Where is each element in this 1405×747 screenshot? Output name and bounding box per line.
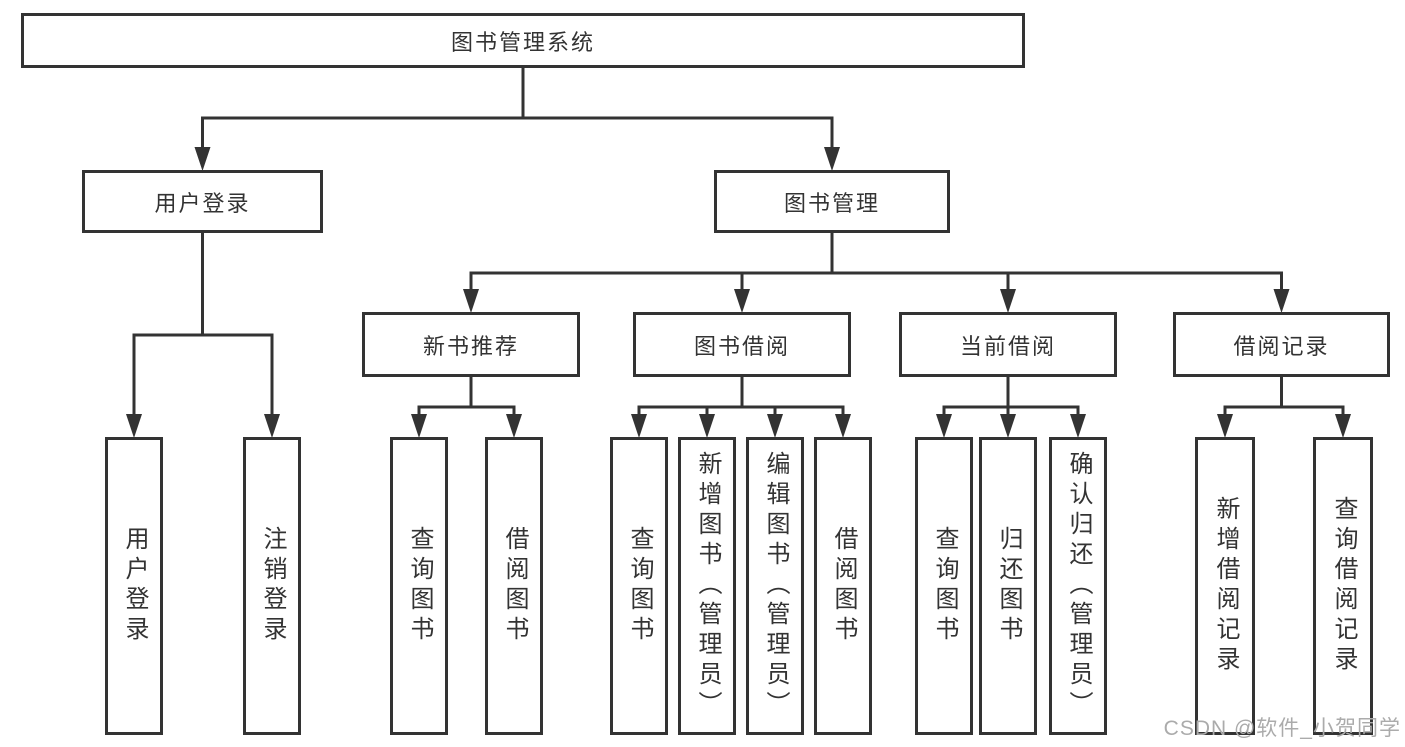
node-leaf-add-book: 新增图书（管理员） (678, 437, 736, 735)
node-new-book-rec: 新书推荐 (362, 312, 580, 377)
node-label-root: 图书管理系统 (450, 29, 595, 55)
arrowhead-leaf-query-book-1 (411, 414, 427, 438)
node-leaf-query-record: 查询借阅记录 (1313, 437, 1373, 735)
node-leaf-user-login: 用户登录 (105, 437, 163, 735)
arrowhead-leaf-borrow-book-1 (506, 414, 522, 438)
arrowhead-leaf-edit-book (767, 414, 783, 438)
node-current-borrow: 当前借阅 (899, 312, 1117, 377)
node-label-current-borrow: 当前借阅 (959, 333, 1056, 359)
node-label-leaf-return-book: 归还图书 (995, 526, 1022, 646)
node-label-book-borrow: 图书借阅 (693, 333, 790, 359)
arrowhead-leaf-borrow-book-2 (835, 414, 851, 438)
arrowhead-leaf-add-record (1217, 414, 1233, 438)
node-leaf-borrow-book-2: 借阅图书 (814, 437, 872, 735)
node-borrow-records: 借阅记录 (1173, 312, 1390, 377)
arrowhead-current-borrow (1000, 289, 1016, 313)
node-label-leaf-add-record: 新增借阅记录 (1212, 496, 1239, 676)
node-book-mgmt: 图书管理 (714, 170, 950, 233)
node-leaf-edit-book: 编辑图书（管理员） (746, 437, 804, 735)
node-label-leaf-query-record: 查询借阅记录 (1330, 496, 1357, 676)
arrowhead-new-book-rec (463, 289, 479, 313)
node-label-leaf-confirm-return: 确认归还（管理员） (1065, 451, 1092, 721)
node-user-login: 用户登录 (82, 170, 323, 233)
arrowhead-borrow-records (1273, 289, 1290, 313)
node-leaf-borrow-book-1: 借阅图书 (485, 437, 543, 735)
node-label-user-login: 用户登录 (154, 190, 251, 216)
node-label-leaf-borrow-book-2: 借阅图书 (830, 526, 857, 646)
arrowhead-leaf-query-book-3 (936, 414, 952, 438)
watermark: CSDN @软件_小贺同学 (1163, 717, 1401, 740)
node-root: 图书管理系统 (21, 13, 1025, 68)
node-label-new-book-rec: 新书推荐 (422, 333, 519, 359)
node-label-leaf-query-book-3: 查询图书 (931, 526, 958, 646)
node-leaf-return-book: 归还图书 (979, 437, 1037, 735)
arrowhead-book-borrow (734, 289, 750, 313)
arrowhead-leaf-query-record (1335, 414, 1351, 438)
node-leaf-query-book-1: 查询图书 (390, 437, 448, 735)
node-label-leaf-query-book-2: 查询图书 (626, 526, 653, 646)
arrowhead-book-mgmt (824, 147, 840, 171)
node-label-leaf-add-book: 新增图书（管理员） (694, 451, 721, 721)
arrowhead-user-login (194, 147, 211, 171)
node-leaf-add-record: 新增借阅记录 (1195, 437, 1255, 735)
node-leaf-query-book-3: 查询图书 (915, 437, 973, 735)
connector-path (132, 67, 1345, 418)
arrowhead-leaf-confirm-return (1070, 414, 1086, 438)
node-label-borrow-records: 借阅记录 (1233, 333, 1330, 359)
node-label-leaf-borrow-book-1: 借阅图书 (501, 526, 528, 646)
node-label-leaf-query-book-1: 查询图书 (406, 526, 433, 646)
node-leaf-confirm-return: 确认归还（管理员） (1049, 437, 1107, 735)
node-label-leaf-user-login: 用户登录 (121, 526, 148, 646)
arrowhead-leaf-query-book-2 (631, 414, 647, 438)
node-leaf-logout: 注销登录 (243, 437, 301, 735)
node-leaf-query-book-2: 查询图书 (610, 437, 668, 735)
node-label-book-mgmt: 图书管理 (783, 190, 880, 216)
arrowhead-leaf-add-book (699, 414, 715, 438)
node-book-borrow: 图书借阅 (633, 312, 851, 377)
arrowhead-leaf-logout (264, 414, 280, 438)
node-label-leaf-edit-book: 编辑图书（管理员） (762, 451, 789, 721)
arrowhead-leaf-return-book (1000, 414, 1016, 438)
arrowhead-leaf-user-login (126, 414, 142, 438)
node-label-leaf-logout: 注销登录 (259, 526, 286, 646)
